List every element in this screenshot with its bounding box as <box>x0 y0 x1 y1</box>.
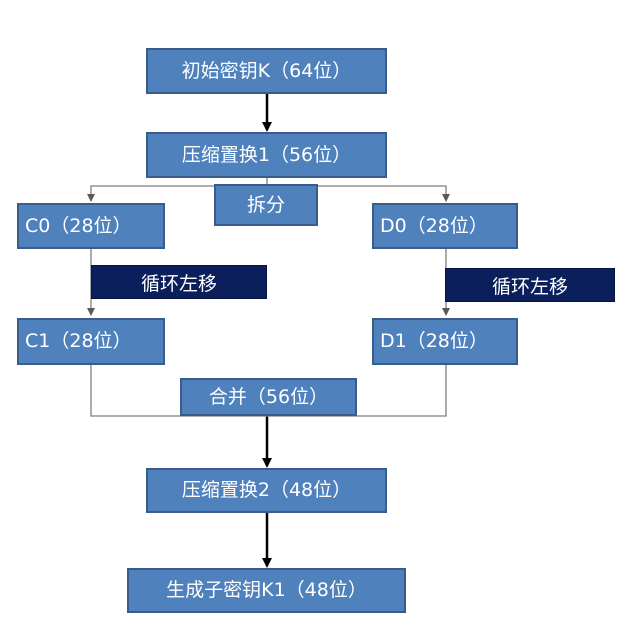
pc2-label: 压缩置换2（48位） <box>181 479 352 501</box>
initial-key-box: 初始密钥K（64位） <box>146 48 387 94</box>
pc2-box: 压缩置换2（48位） <box>146 468 387 513</box>
shift-left-c-label: 循环左移 <box>140 272 217 295</box>
split-box: 拆分 <box>214 184 318 226</box>
c1-box: C1（28位） <box>17 318 165 365</box>
subkey-box: 生成子密钥K1（48位） <box>127 568 406 613</box>
pc1-label: 压缩置换1（56位） <box>181 143 352 166</box>
d0-box: D0（28位） <box>372 203 518 249</box>
merge-label: 合并（56位） <box>208 385 329 408</box>
subkey-label: 生成子密钥K1（48位） <box>166 579 367 601</box>
c1-label: C1（28位） <box>25 330 132 352</box>
shift-left-c-box: 循环左移 <box>91 265 267 299</box>
pc1-box: 压缩置换1（56位） <box>146 132 387 178</box>
merge-box: 合并（56位） <box>180 378 357 416</box>
d0-label: D0（28位） <box>380 214 488 237</box>
split-line-left <box>87 178 268 202</box>
c0-box: C0（28位） <box>17 203 165 249</box>
shift-left-d-label: 循环左移 <box>491 275 568 298</box>
c0-label: C0（28位） <box>25 214 132 237</box>
split-line-right <box>267 185 450 202</box>
d1-box: D1（28位） <box>372 318 518 365</box>
d1-label: D1（28位） <box>380 330 488 352</box>
shift-left-d-box: 循环左移 <box>445 268 615 302</box>
split-label: 拆分 <box>246 193 285 216</box>
initial-key-label: 初始密钥K（64位） <box>181 59 352 82</box>
merge-bracket-line <box>90 365 447 417</box>
